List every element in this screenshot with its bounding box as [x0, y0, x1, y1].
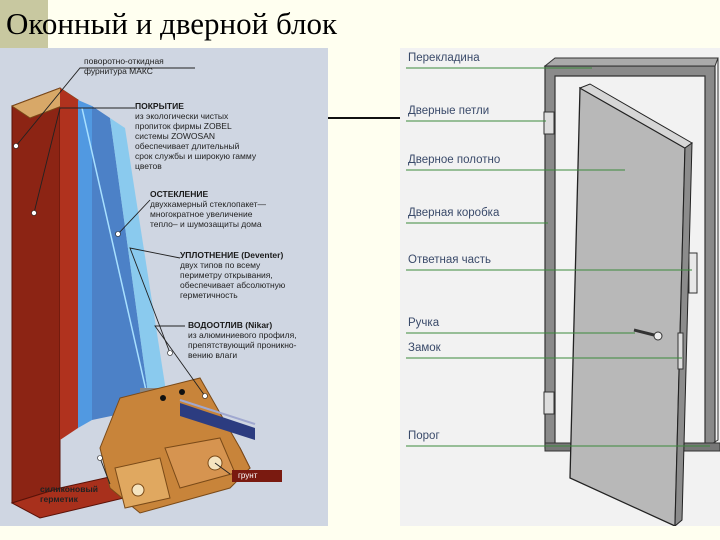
door-leaf: [569, 86, 686, 526]
strike-plate: [688, 252, 698, 294]
handle-rose: [653, 331, 663, 341]
gasket-2: [179, 389, 185, 395]
leader-lines: [15, 67, 231, 485]
door-leader-lines: [406, 67, 710, 447]
frame-top-bevel: [543, 57, 719, 67]
label-transom: Перекладина: [408, 52, 480, 64]
label-strike-plate: Ответная часть: [408, 254, 492, 266]
divider-line: [328, 117, 400, 119]
label-seal: УПЛОТНЕНИЕ (Deventer) двух типов по всем…: [180, 250, 286, 300]
label-glazing: ОСТЕКЛЕНИЕ двухкамерный стеклопакет— мно…: [150, 189, 266, 229]
title-accent-box: [0, 0, 48, 48]
page-title: Оконный и дверной блок: [6, 6, 338, 41]
drip-edge: [179, 399, 256, 425]
glass-pane-3: [110, 118, 168, 408]
window-cross-section: [10, 67, 282, 519]
primer-tag: [232, 470, 282, 482]
label-lock: Замок: [408, 342, 441, 354]
label-door-frame: Дверная коробка: [408, 207, 500, 219]
hinge-top: [543, 111, 555, 135]
label-threshold: Порог: [408, 430, 440, 442]
wood-profile-1: [114, 457, 171, 509]
label-fittings: поворотно-откидная фурнитура МАКС: [84, 56, 164, 76]
door-panel: Перекладина Дверные петли Дверное полотн…: [400, 48, 720, 526]
aluminium-drip: [180, 403, 255, 440]
sash-vertical: [60, 88, 78, 440]
door-diagram: [406, 57, 720, 526]
lock-body: [677, 332, 684, 370]
label-door-leaf: Дверное полотно: [408, 154, 501, 166]
frame-outer-vertical: [11, 87, 61, 504]
glass-pane-1: [78, 100, 92, 428]
label-silicone: силиконовый герметик: [40, 484, 98, 504]
label-door-hinges: Дверные петли: [408, 105, 490, 117]
label-drip: ВОДООТЛИВ (Nikar) из алюминиевого профил…: [188, 320, 297, 360]
leader-dots: [13, 143, 208, 461]
wood-hole-1: [131, 483, 145, 497]
label-coating: ПОКРЫТИЕ из экологически чистых пропиток…: [135, 101, 257, 171]
label-primer: грунт: [238, 471, 258, 480]
hinge-bottom: [543, 391, 555, 415]
gasket-1: [160, 395, 166, 401]
window-panel: поворотно-откидная фурнитура МАКС ПОКРЫТ…: [0, 48, 328, 526]
glass-highlight: [81, 107, 151, 409]
label-handle: Ручка: [408, 317, 440, 329]
